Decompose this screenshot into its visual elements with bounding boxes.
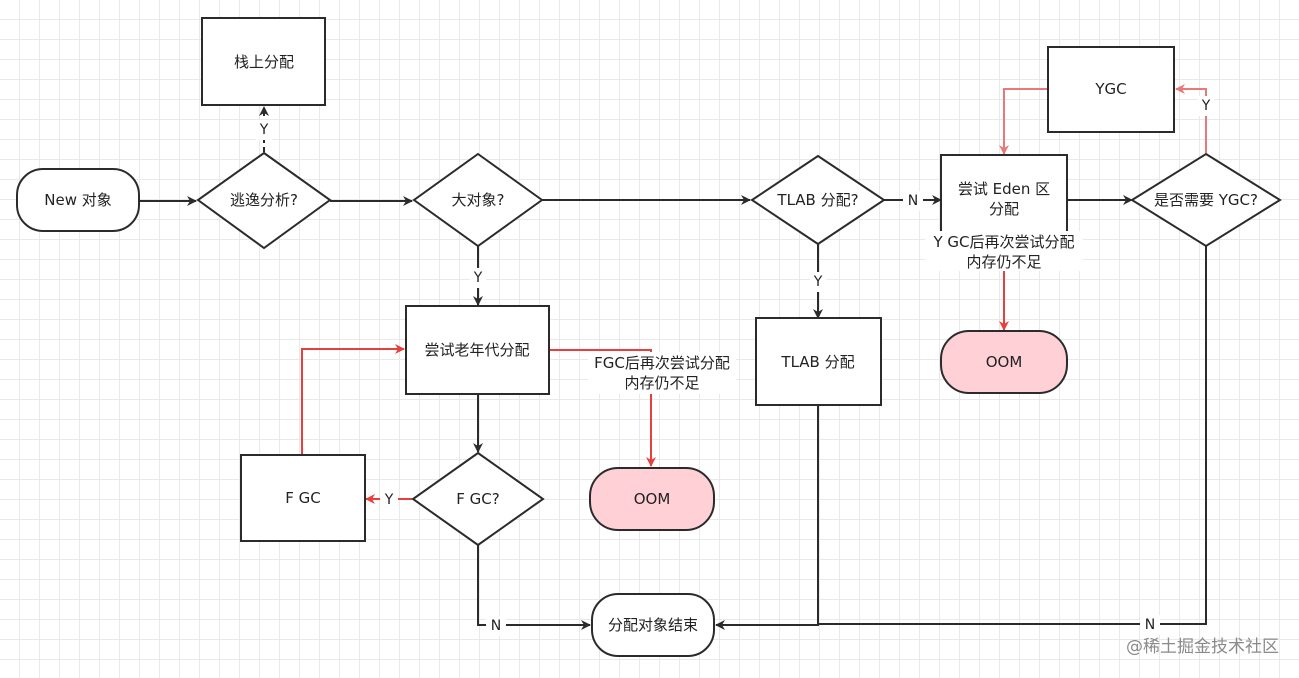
end-node: [591, 593, 715, 657]
fgc-box-label: F GC: [285, 489, 321, 507]
large-yes-label: Y: [473, 270, 483, 286]
oom-old-node: [589, 467, 715, 531]
fgc-check-node: [411, 451, 545, 547]
tlab-check-label: TLAB 分配?: [776, 191, 858, 209]
ygc-no-label: N: [1145, 617, 1155, 633]
edge-tlaballoc-to-end: [715, 405, 819, 630]
eden-alloc-label-line2: 分配: [989, 200, 1019, 218]
tlab-no-label: N: [908, 193, 918, 209]
oom-old-label: OOM: [634, 490, 671, 508]
old-oom-label-line2: 内存仍不足: [624, 374, 699, 392]
ygc-label: YGC: [1094, 80, 1126, 98]
old-gen-alloc-label: 尝试老年代分配: [424, 341, 529, 359]
oom-eden-label: OOM: [986, 353, 1023, 371]
large-object-label: 大对象?: [452, 191, 505, 209]
fgc-box-node: [240, 454, 366, 542]
new-object-node: [16, 168, 140, 232]
old-gen-alloc-node: [405, 305, 550, 395]
escape-analysis-node: [196, 151, 332, 250]
edge-needygc-to-ygc: [1175, 84, 1207, 153]
ygc-node: [1047, 46, 1175, 133]
watermark: @稀土掘金技术社区: [1126, 637, 1279, 657]
stack-alloc-node: [201, 17, 326, 106]
edge-fgccheck-to-end: [477, 545, 591, 630]
escape-yes-label: Y: [259, 122, 269, 138]
end-label: 分配对象结束: [608, 616, 698, 634]
edge-fgcbox-to-oldgen: [301, 344, 405, 455]
edge-needygc-to-end: [818, 246, 1207, 625]
stack-alloc-label: 栈上分配: [234, 53, 294, 71]
escape-analysis-label: 逃逸分析?: [230, 191, 298, 209]
oom-eden-node: [940, 330, 1068, 394]
new-object-label: New 对象: [44, 191, 112, 209]
eden-alloc-label-line1: 尝试 Eden 区: [958, 180, 1050, 198]
eden-oom-label-line1: Y GC后再次尝试分配: [932, 233, 1074, 251]
tlab-yes-label: Y: [813, 274, 823, 290]
fgc-no-label: N: [491, 618, 501, 634]
need-ygc-label: 是否需要 YGC?: [1154, 191, 1258, 209]
tlab-check-node: [750, 154, 886, 246]
edge-oldgen-to-oom: [549, 349, 656, 467]
tlab-alloc-label: TLAB 分配: [780, 353, 854, 371]
old-oom-label-line1: FGC后再次尝试分配: [594, 354, 730, 372]
fgc-yes-label: Y: [384, 492, 394, 508]
need-ygc-node: [1130, 152, 1282, 248]
eden-oom-label-line2: 内存仍不足: [966, 253, 1041, 271]
tlab-alloc-node: [755, 317, 882, 406]
fgc-check-label: F GC?: [456, 490, 499, 508]
large-object-node: [412, 152, 544, 248]
ygc-yes-label: Y: [1201, 98, 1211, 114]
edge-ygc-to-eden: [999, 88, 1048, 155]
